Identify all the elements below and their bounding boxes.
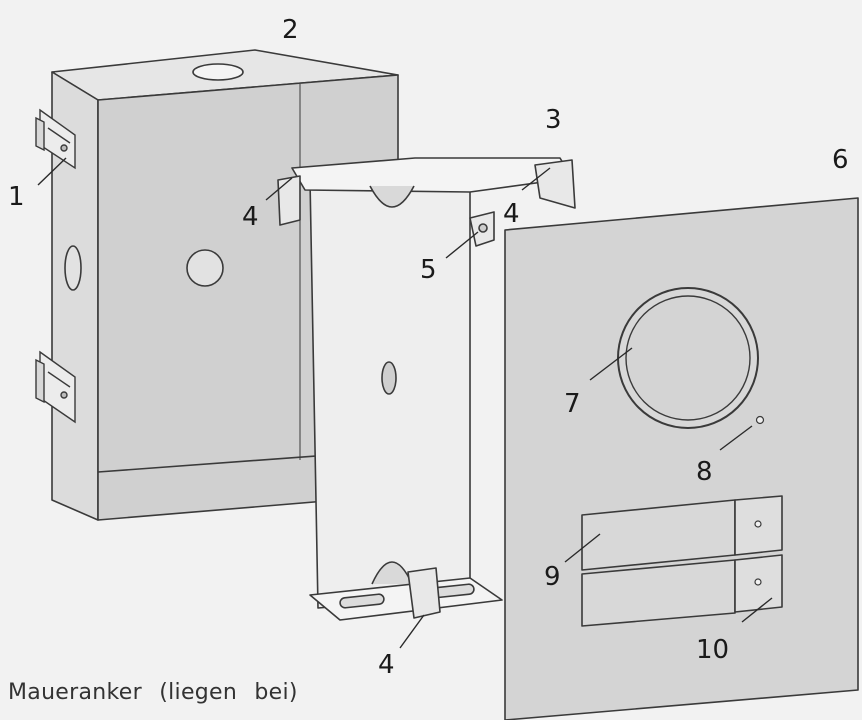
frame-right-tab	[534, 159, 576, 209]
frame-hook-hole	[478, 223, 488, 233]
callout-6: 6	[832, 145, 849, 175]
callout-5: 5	[420, 255, 437, 285]
button-lower-dot	[754, 578, 762, 586]
front-panel-plate	[504, 197, 859, 720]
callout-4-bottom: 4	[378, 650, 395, 680]
callout-4-right: 4	[503, 199, 520, 229]
callout-7: 7	[564, 389, 581, 419]
callout-3: 3	[545, 105, 562, 135]
wall-anchor-lower	[35, 350, 76, 424]
callout-8: 8	[696, 457, 713, 487]
frame-left-tab	[277, 175, 301, 226]
microphone-hole	[755, 415, 765, 425]
leader-lines	[37, 157, 773, 649]
frame-top-notch	[369, 185, 415, 208]
box-front-knockout	[186, 249, 224, 287]
box-side-knockout	[64, 245, 82, 291]
name-plate-lower	[581, 559, 736, 627]
callout-4-left: 4	[242, 202, 259, 232]
callout-labels: 1 2 3 4 4 4 5 6 7 8 9 10	[8, 15, 849, 680]
button-upper-dot	[754, 520, 762, 528]
wall-anchor-upper	[35, 108, 76, 170]
frame-bottom-slot-left	[339, 593, 385, 609]
box-top-hole	[192, 63, 244, 81]
callout-9: 9	[544, 562, 561, 592]
caption-wall-anchors: Maueranker (liegen bei)	[8, 680, 298, 705]
callout-1: 1	[8, 182, 25, 212]
frame-bottom-clip	[407, 567, 441, 619]
front-panel	[504, 197, 859, 720]
callout-10: 10	[696, 635, 729, 665]
frame-slot	[381, 361, 397, 395]
callout-2: 2	[282, 15, 299, 45]
camera-ring-inner	[625, 295, 751, 421]
